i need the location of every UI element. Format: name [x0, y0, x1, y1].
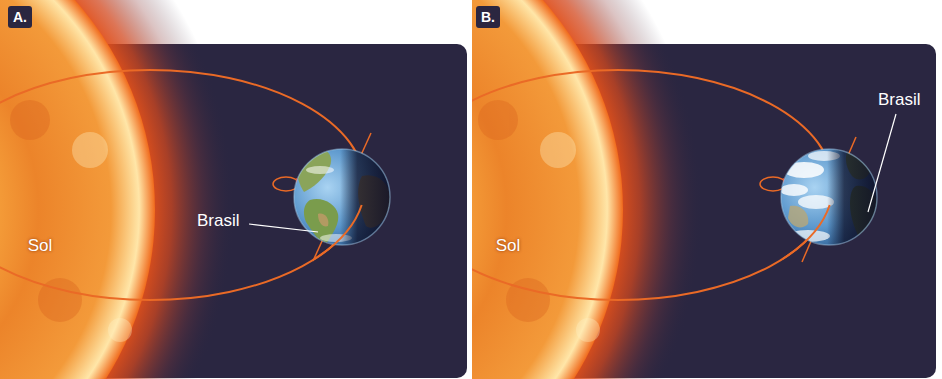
- panel-b-clip: [472, 0, 936, 379]
- sun: [0, 0, 155, 379]
- panel-letter: B.: [476, 6, 500, 28]
- sun-spot: [10, 100, 50, 140]
- earth: [781, 149, 877, 245]
- sun: [472, 0, 623, 379]
- place-label: Brasil: [197, 211, 240, 230]
- orbit-front: [315, 205, 362, 259]
- sun-texture: [478, 100, 600, 342]
- orbit-front: [783, 205, 830, 259]
- sun-shape: Sol: [0, 196, 80, 296]
- orbit: [472, 70, 833, 300]
- earth-land: [780, 149, 878, 245]
- panel-badge: B.: [476, 6, 500, 28]
- night-shade: [781, 149, 877, 245]
- sun-texture: [10, 100, 132, 342]
- sun-spot: [540, 132, 576, 168]
- label-box: Brasil: [878, 90, 921, 110]
- panel-a-art: [0, 0, 467, 379]
- atmosphere: [781, 149, 877, 245]
- sun-label: Sol: [496, 236, 521, 256]
- sun-spot: [108, 318, 132, 342]
- sun-label: Sol: [28, 236, 53, 256]
- sun-glow: [0, 0, 235, 379]
- earth-land: [294, 147, 390, 248]
- sun-spot: [478, 100, 518, 140]
- panel-badge: A.: [8, 6, 32, 28]
- label-box: Brasil: [197, 211, 240, 231]
- leader-line: [868, 114, 896, 212]
- panel-letter: A.: [8, 6, 32, 28]
- place-label: Brasil: [878, 90, 921, 109]
- sun-glow: [472, 0, 703, 379]
- image-panel: B.Sol: [476, 44, 936, 378]
- sun-shape: Sol: [468, 196, 548, 296]
- sun-spot: [72, 132, 108, 168]
- sun-spot: [576, 318, 600, 342]
- leader-line: [249, 224, 318, 232]
